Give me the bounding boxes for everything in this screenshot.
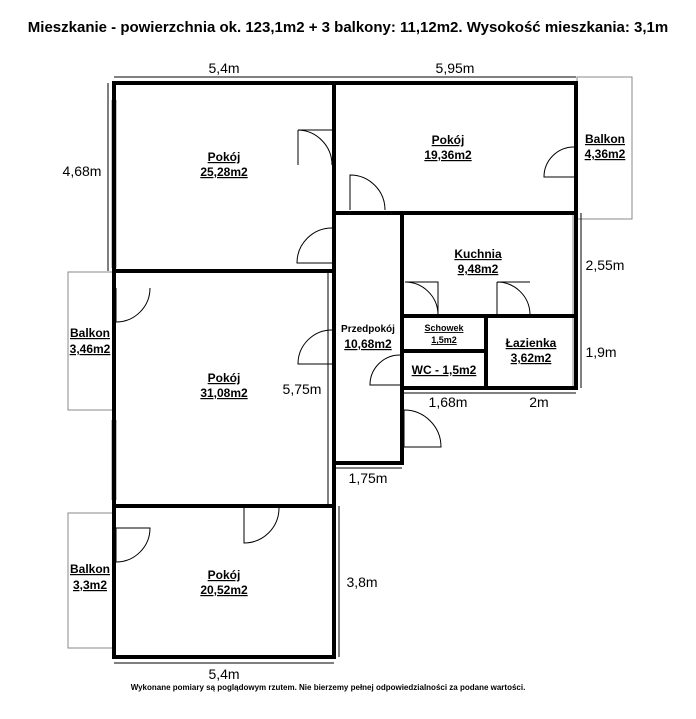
room-area-przedpokoj: 10,68m2	[344, 337, 392, 351]
room-area-balkon-e: 4,36m2	[585, 147, 626, 161]
plan-title: Mieszkanie - powierzchnia ok. 123,1m2 + …	[27, 19, 669, 36]
dim-bath-bottom: 2m	[529, 394, 548, 410]
dim-middle-height: 5,75m	[283, 381, 322, 397]
room-name-balkon-e: Balkon	[585, 132, 625, 146]
room-area-kuchnia: 9,48m2	[458, 262, 499, 276]
dim-kitchen-right: 2,55m	[586, 257, 625, 273]
room-name-lazienka: Łazienka	[506, 336, 557, 350]
dim-bath-right: 1,9m	[585, 344, 616, 360]
dimension-lines	[107, 76, 582, 664]
disclaimer-footer: Wykonane pomiary są poglądowym rzutem. N…	[130, 683, 526, 692]
room-name-balkon-w2: Balkon	[70, 562, 110, 576]
door-arc	[543, 146, 575, 178]
door-arc	[115, 287, 151, 323]
wall-schowek	[400, 314, 488, 353]
room-area-schowek: 1,5m2	[431, 335, 457, 345]
room-area-pokoj-nw: 25,28m2	[200, 165, 248, 179]
room-area-pokoj-w: 31,08m2	[200, 386, 248, 400]
balkon-west-upper-outline	[67, 271, 115, 411]
dim-bottom: 5,4m	[208, 666, 239, 682]
door-arc	[115, 527, 151, 563]
room-name-pokoj-sw: Pokój	[208, 568, 241, 582]
room-name-pokoj-ne: Pokój	[432, 133, 465, 147]
room-name-przedpokoj: Przedpokój	[341, 324, 395, 335]
dim-hall-bottom: 1,75m	[349, 470, 388, 486]
walls	[112, 81, 578, 659]
dim-bottom-right: 3,8m	[346, 574, 377, 590]
room-name-pokoj-w: Pokój	[208, 371, 241, 385]
door-arc	[404, 281, 439, 315]
room-area-pokoj-sw: 20,52m2	[200, 583, 248, 597]
room-area-lazienka: 3,62m2	[511, 351, 552, 365]
dimension-labels: 5,4m 5,95m 4,68m 2,55m 1,9m 1,68m 2m 5,7…	[63, 60, 625, 682]
room-name-kuchnia: Kuchnia	[454, 247, 502, 261]
wall-pokoj-sw	[112, 504, 336, 659]
door-arc	[369, 354, 401, 386]
door-arc	[349, 174, 386, 211]
door-arc	[243, 507, 280, 544]
room-name-pokoj-nw: Pokój	[208, 150, 241, 164]
room-name-balkon-w1: Balkon	[70, 326, 110, 340]
doors	[115, 129, 575, 563]
room-label-wc: WC - 1,5m2	[412, 363, 477, 377]
dim-left-top: 4,68m	[63, 163, 102, 179]
room-area-balkon-w1: 3,46m2	[70, 342, 111, 356]
room-area-balkon-w2: 3,3m2	[73, 578, 107, 592]
dim-top-left: 5,4m	[208, 60, 239, 76]
room-name-schowek: Schowek	[424, 323, 464, 333]
door-arc	[297, 329, 333, 365]
door-arc	[403, 409, 442, 448]
dim-wc-bottom: 1,68m	[429, 394, 468, 410]
room-labels: Pokój 25,28m2 Pokój 19,36m2 Balkon 4,36m…	[70, 132, 626, 597]
wall-lazienka	[484, 314, 578, 390]
door-arc	[297, 129, 333, 166]
dim-top-right: 5,95m	[436, 60, 475, 76]
door-arc	[496, 281, 531, 315]
room-area-pokoj-ne: 19,36m2	[424, 148, 472, 162]
door-arc	[296, 227, 333, 264]
